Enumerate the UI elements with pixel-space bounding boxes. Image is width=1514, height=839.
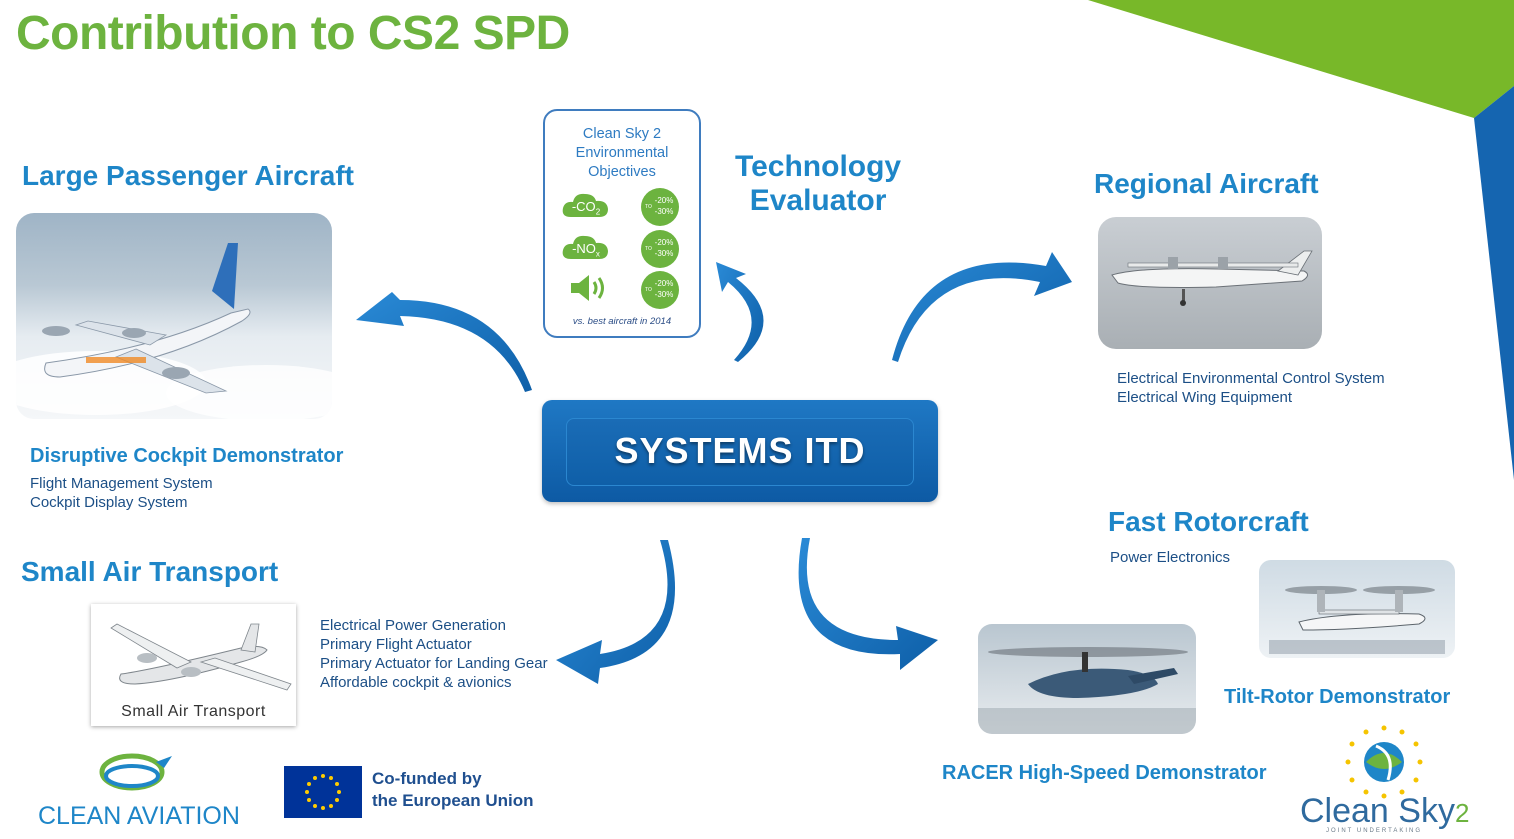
clean-sky-2-logo: Clean Sky2 JOINT UNDERTAKING [1296,722,1486,838]
racer-photo [978,624,1196,734]
clean-sky-wordmark: Clean Sky2 [1300,792,1469,831]
small-air-caption: Small Air Transport [91,703,296,721]
cofunded-line: Co-funded by [372,768,534,790]
small-air-item: Electrical Power Generation [320,616,506,635]
clean-sky-number: 2 [1455,798,1469,828]
arrow-to-lpa [356,292,532,392]
small-air-item: Primary Actuator for Landing Gear [320,654,548,673]
eu-flag-icon [284,766,362,818]
clean-aviation-text: CLEAN AVIATION [38,802,240,831]
racer-title: RACER High-Speed Demonstrator [942,762,1266,785]
clean-aviation-swoosh-icon [96,748,176,796]
small-air-image: Small Air Transport [91,604,296,726]
tilt-rotor-photo [1259,560,1455,658]
small-air-item: Affordable cockpit & avionics [320,673,512,692]
small-air-item: Primary Flight Actuator [320,635,472,654]
cofunded-line: the European Union [372,790,534,812]
rotorcraft-item: Power Electronics [1110,548,1230,567]
arrow-to-tech-eval [716,262,764,362]
fast-rotorcraft-heading: Fast Rotorcraft [1108,506,1309,538]
small-air-heading: Small Air Transport [21,556,278,588]
arrow-to-rotorcraft [799,538,938,670]
tilt-rotor-title: Tilt-Rotor Demonstrator [1224,686,1450,709]
clean-sky-stars-icon [1336,722,1432,802]
arrow-to-small-air [556,540,675,684]
cofunded-text: Co-funded by the European Union [372,768,534,812]
clean-aviation-logo: CLEAN AVIATION [38,748,238,834]
clean-sky-text: Clean Sky [1300,792,1455,830]
arrow-to-regional [892,252,1072,362]
clean-sky-tagline: JOINT UNDERTAKING [1326,828,1422,834]
